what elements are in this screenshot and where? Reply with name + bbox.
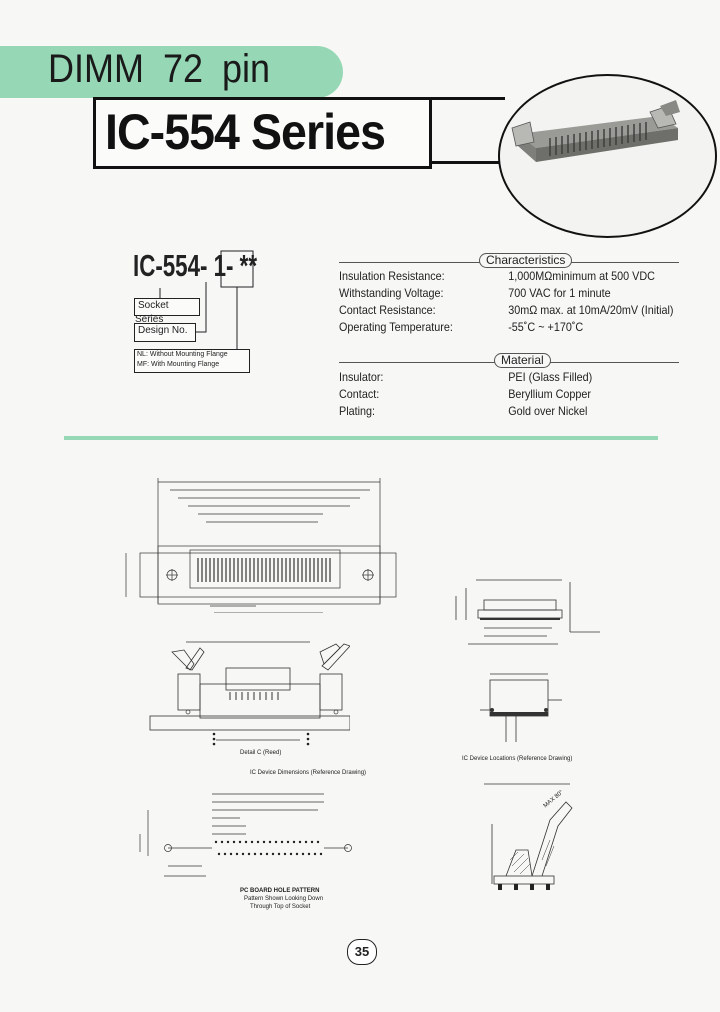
spec-label: Plating: bbox=[339, 404, 376, 418]
top-view-drawing bbox=[125, 478, 397, 613]
series-rule-bottom bbox=[429, 161, 505, 164]
ic-locations-caption: IC Device Locations (Reference Drawing) bbox=[462, 756, 573, 762]
series-title: IC-554 Series bbox=[105, 104, 386, 160]
series-rule-top bbox=[429, 97, 505, 100]
characteristics-heading: Characteristics bbox=[479, 253, 573, 268]
part-number-code: IC-554- 1- ** bbox=[133, 248, 258, 283]
spec-label: Withstanding Voltage: bbox=[339, 286, 444, 300]
header-banner bbox=[0, 46, 343, 98]
part-number-diagram bbox=[159, 250, 254, 349]
socket-series-box: Socket Series bbox=[134, 298, 200, 325]
product-photo bbox=[498, 74, 717, 238]
detail-c-label: Detail C (Reed) bbox=[240, 750, 282, 756]
design-no-box: Design No. bbox=[134, 323, 196, 342]
spec-label: Insulation Resistance: bbox=[339, 269, 445, 283]
section-divider bbox=[64, 436, 658, 440]
pcb-pattern-sub1: Pattern Shown Looking Down bbox=[244, 896, 324, 902]
legend-line-1: NL: Without Mounting Flange bbox=[137, 351, 228, 358]
spec-value: 700 VAC for 1 minute bbox=[508, 286, 611, 300]
ic-locations-drawing bbox=[480, 673, 562, 742]
ic-side-drawing bbox=[455, 579, 600, 645]
spec-label: Contact Resistance: bbox=[339, 303, 436, 317]
spec-value: Gold over Nickel bbox=[508, 404, 588, 418]
socket-series-label: Socket Series bbox=[135, 300, 169, 325]
spec-label: Contact: bbox=[339, 387, 380, 401]
ic-dimensions-caption: IC Device Dimensions (Reference Drawing) bbox=[250, 770, 367, 776]
pcb-pattern-sub2: Through Top of Socket bbox=[250, 904, 311, 910]
latch-detail-drawing bbox=[484, 783, 573, 890]
category-title: DIMM 72 pin bbox=[48, 47, 271, 91]
design-no-label: Design No. bbox=[138, 325, 188, 336]
material-heading: Material bbox=[494, 353, 551, 368]
series-title-box bbox=[93, 97, 432, 169]
spec-label: Operating Temperature: bbox=[339, 320, 453, 334]
spec-value: 30mΩ max. at 10mA/20mV (Initial) bbox=[508, 303, 674, 317]
legend-line-2: MF: With Mounting Flange bbox=[137, 361, 220, 368]
socket-photo-image bbox=[511, 100, 680, 162]
side-view-drawing bbox=[149, 641, 350, 746]
spec-value: 1,000MΩminimum at 500 VDC bbox=[508, 269, 655, 283]
pcb-hole-pattern-drawing bbox=[139, 793, 352, 877]
flange-legend: NL: Without Mounting Flange MF: With Mou… bbox=[134, 349, 250, 373]
spec-value: -55˚C ~ +170˚C bbox=[508, 320, 584, 334]
page-number: 35 bbox=[347, 939, 377, 965]
spec-label: Insulator: bbox=[339, 370, 384, 384]
pcb-pattern-title: PC BOARD HOLE PATTERN bbox=[240, 888, 320, 894]
spec-value: Beryllium Copper bbox=[508, 387, 592, 401]
spec-value: PEI (Glass Filled) bbox=[508, 370, 593, 384]
